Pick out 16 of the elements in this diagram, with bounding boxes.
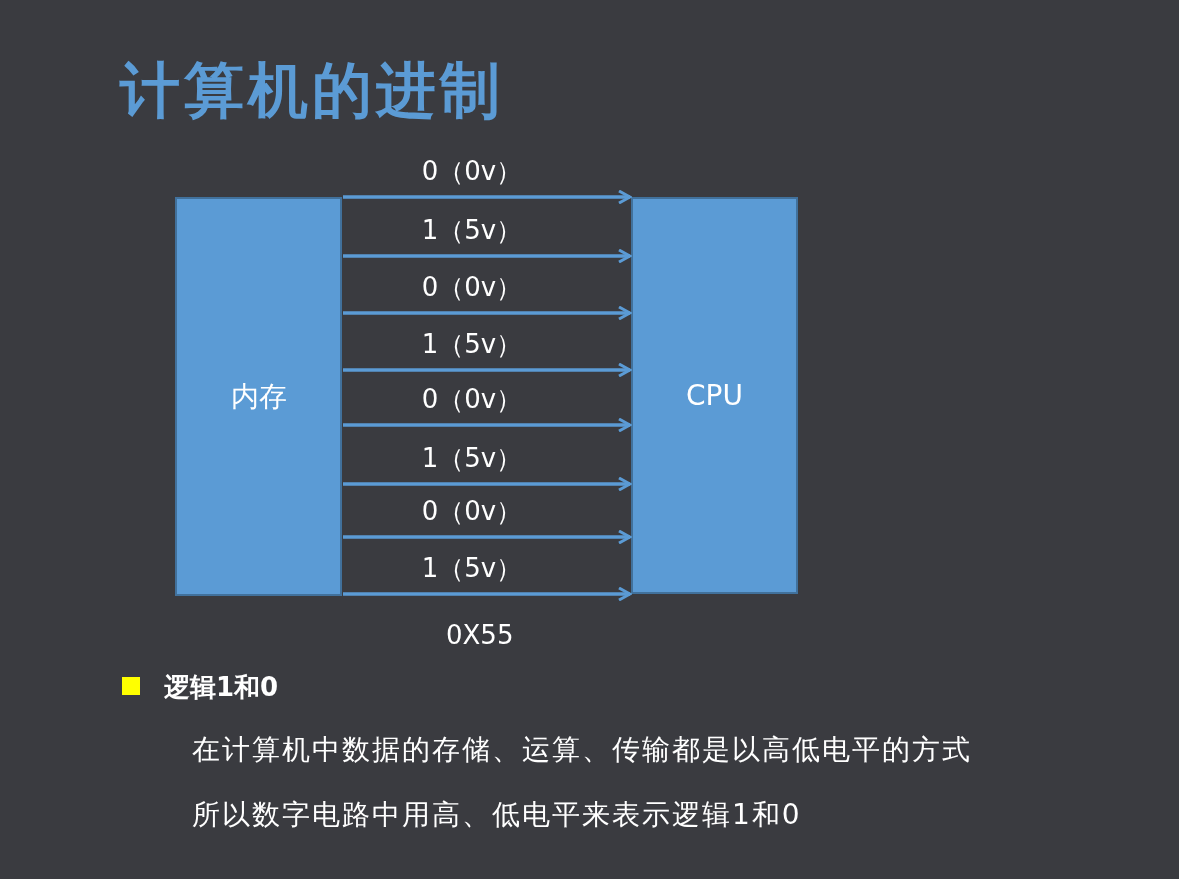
arrow [343,529,632,545]
arrow [343,248,632,264]
arrow [343,362,632,378]
box-label: CPU [686,377,743,414]
body-text: 所以数字电路中用高、低电平来表示逻辑1和0 [192,797,802,833]
arrow [343,586,632,602]
arrow [343,305,632,321]
component-box [631,197,798,594]
component-box [175,197,342,596]
arrow [343,476,632,492]
bullet-heading: 逻辑1和0 [164,671,279,704]
hex-value-label: 0X55 [446,619,514,652]
box-label: 内存 [230,378,287,415]
body-text: 在计算机中数据的存储、运算、传输都是以高低电平的方式 [192,732,972,768]
arrow [343,189,632,205]
slide-title: 计算机的进制 [120,54,504,127]
